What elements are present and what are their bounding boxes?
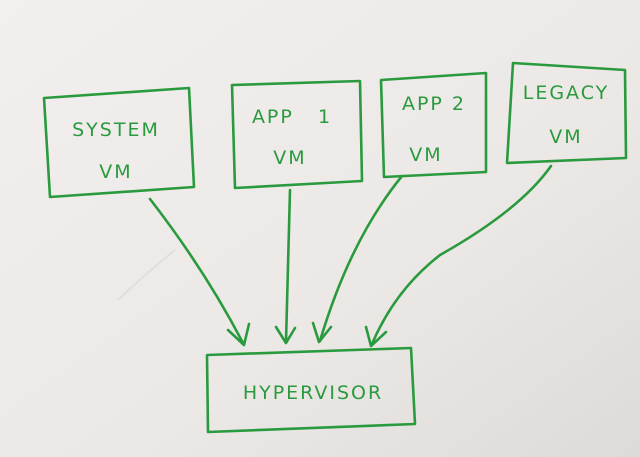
paper-fold-crease bbox=[117, 249, 176, 301]
node-app2-vm-line2: VM bbox=[409, 144, 442, 166]
node-system-vm-border bbox=[42, 86, 196, 199]
edge-legacy-vm-line bbox=[370, 164, 553, 346]
edge-legacy-vm-arrowhead bbox=[364, 325, 388, 348]
node-hypervisor: HYPERVISOR bbox=[205, 346, 417, 434]
edge-system-vm-arrowhead bbox=[226, 322, 251, 347]
node-legacy-vm: LEGACY VM bbox=[505, 61, 628, 165]
node-hypervisor-border bbox=[205, 346, 417, 434]
node-app1-vm: APP 1 VM bbox=[230, 79, 364, 190]
node-app2-vm-border bbox=[379, 71, 488, 179]
edge-app2-vm-line bbox=[318, 174, 404, 343]
edge-app1-vm-to-hypervisor bbox=[274, 188, 297, 345]
node-legacy-vm-line1: LEGACY bbox=[523, 82, 610, 104]
node-app1-vm-line1: APP 1 bbox=[252, 106, 332, 128]
node-app2-vm: APP 2 VM bbox=[379, 71, 488, 179]
edge-system-vm-to-hypervisor bbox=[148, 197, 251, 347]
node-system-vm: SYSTEM VM bbox=[42, 86, 196, 199]
edge-system-vm-line bbox=[148, 197, 245, 345]
node-legacy-vm-border bbox=[505, 61, 628, 165]
edge-app1-vm-line bbox=[284, 188, 292, 344]
node-app1-vm-line2: VM bbox=[273, 147, 306, 169]
node-app2-vm-line1: APP 2 bbox=[402, 93, 466, 115]
node-system-vm-line2: VM bbox=[99, 161, 132, 183]
node-system-vm-line1: SYSTEM bbox=[72, 119, 160, 141]
edge-legacy-vm-to-hypervisor bbox=[364, 164, 553, 348]
node-app1-vm-border bbox=[230, 79, 364, 190]
edge-app2-vm-arrowhead bbox=[311, 321, 333, 344]
node-hypervisor-label: HYPERVISOR bbox=[243, 382, 383, 404]
edge-app2-vm-to-hypervisor bbox=[311, 174, 404, 344]
node-legacy-vm-line2: VM bbox=[549, 126, 582, 148]
edge-app1-vm-arrowhead bbox=[274, 325, 297, 345]
